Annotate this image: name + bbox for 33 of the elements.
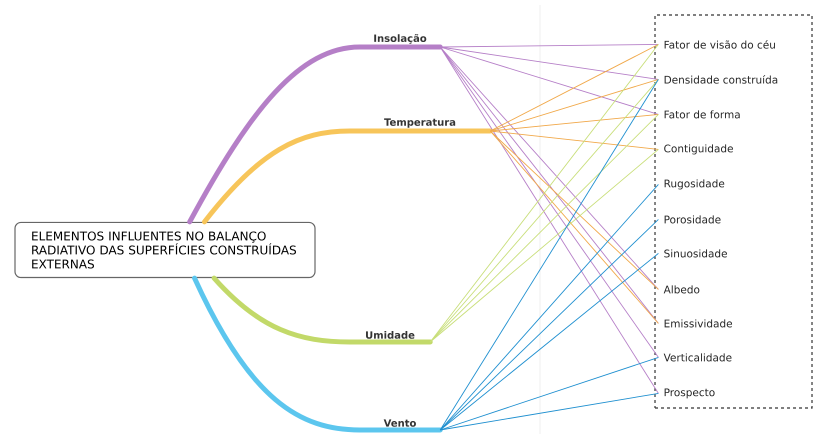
connector-line [490, 114, 659, 132]
connector-line [440, 356, 659, 430]
connector-line [440, 44, 659, 48]
item-label: Prospecto [664, 388, 715, 398]
item-label: Porosidade [664, 215, 721, 224]
connector-line [490, 78, 659, 132]
category-label: Umidade [366, 331, 414, 339]
branch-curve [187, 44, 443, 224]
dashed-frame [654, 14, 813, 409]
item-label: Fator de forma [664, 110, 740, 118]
branch-curve [192, 276, 443, 432]
item-label: Fator de visão do céu [664, 40, 775, 49]
connector-line [430, 148, 659, 342]
connector-line [490, 44, 659, 132]
connector-line [440, 392, 659, 430]
main-box: ELEMENTOS INFLUENTES NO BALANÇO RADIATIVO DAS SUPERFÍCIES CONSTRUÍDAS EXTERNAS [14, 222, 316, 278]
branch-curve [212, 276, 433, 344]
item-label: Verticalidade [664, 353, 732, 362]
category-label: Temperatura [384, 118, 456, 128]
connector-line [440, 252, 659, 430]
item-label: Rugosidade [664, 179, 724, 190]
connector-line [490, 130, 659, 150]
connector-line [440, 78, 659, 430]
category-label: Vento [384, 419, 416, 427]
item-label: Albedo [664, 285, 700, 294]
branch-curve [202, 128, 493, 224]
item-label: Densidade construída [664, 75, 778, 84]
connector-line [440, 46, 659, 115]
category-label: Insolação [374, 34, 426, 44]
item-label: Emissividade [664, 319, 732, 328]
item-label: Contiguidade [664, 144, 733, 154]
item-label: Sinuosidade [664, 249, 727, 258]
connector-line [490, 130, 659, 324]
